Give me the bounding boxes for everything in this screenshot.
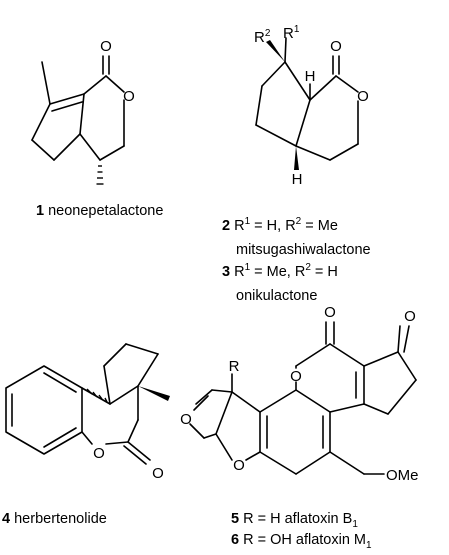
atom-ome: OMe bbox=[386, 467, 419, 484]
caption-4: 4 herbertenolide bbox=[2, 511, 107, 527]
structure-2: R2 R1 H H O O bbox=[254, 24, 369, 188]
caption-2-name: mitsugashiwalactone bbox=[236, 242, 371, 258]
atom-h-bottom: H bbox=[292, 171, 303, 188]
atom-o-lactone-carbonyl: O bbox=[324, 304, 336, 321]
structure-4: O O bbox=[5, 343, 170, 482]
caption-6: 6 R = OH aflatoxin M1 bbox=[231, 532, 372, 551]
atom-o-furan-2: O bbox=[233, 457, 245, 474]
structure-1: O O bbox=[31, 38, 135, 185]
atom-o-carbonyl-2: O bbox=[330, 38, 342, 55]
atom-r2: R2 bbox=[254, 28, 271, 46]
atom-o-ring-1: O bbox=[123, 88, 135, 105]
atom-o-ring-2: O bbox=[357, 88, 369, 105]
structure-5: O O O R O O OMe bbox=[180, 304, 418, 484]
atom-o-lactone: O bbox=[290, 368, 302, 385]
atom-r1: R1 bbox=[283, 24, 300, 42]
atom-o-carbonyl-1: O bbox=[100, 38, 112, 55]
atom-o-ketone: O bbox=[404, 308, 416, 325]
caption-3: 3 R1 = Me, R2 = H bbox=[222, 262, 338, 280]
caption-1: 1 neonepetalactone bbox=[36, 203, 163, 219]
atom-h-top: H bbox=[305, 68, 316, 85]
atom-o-ring-4: O bbox=[93, 445, 105, 462]
caption-3-name: onikulactone bbox=[236, 288, 317, 304]
atom-o-carbonyl-4: O bbox=[152, 465, 164, 482]
atom-r: R bbox=[229, 358, 240, 375]
atom-o-furan-1: O bbox=[180, 411, 192, 428]
caption-5: 5 R = H aflatoxin B1 bbox=[231, 511, 358, 530]
caption-2: 2 R1 = H, R2 = Me bbox=[222, 216, 338, 234]
